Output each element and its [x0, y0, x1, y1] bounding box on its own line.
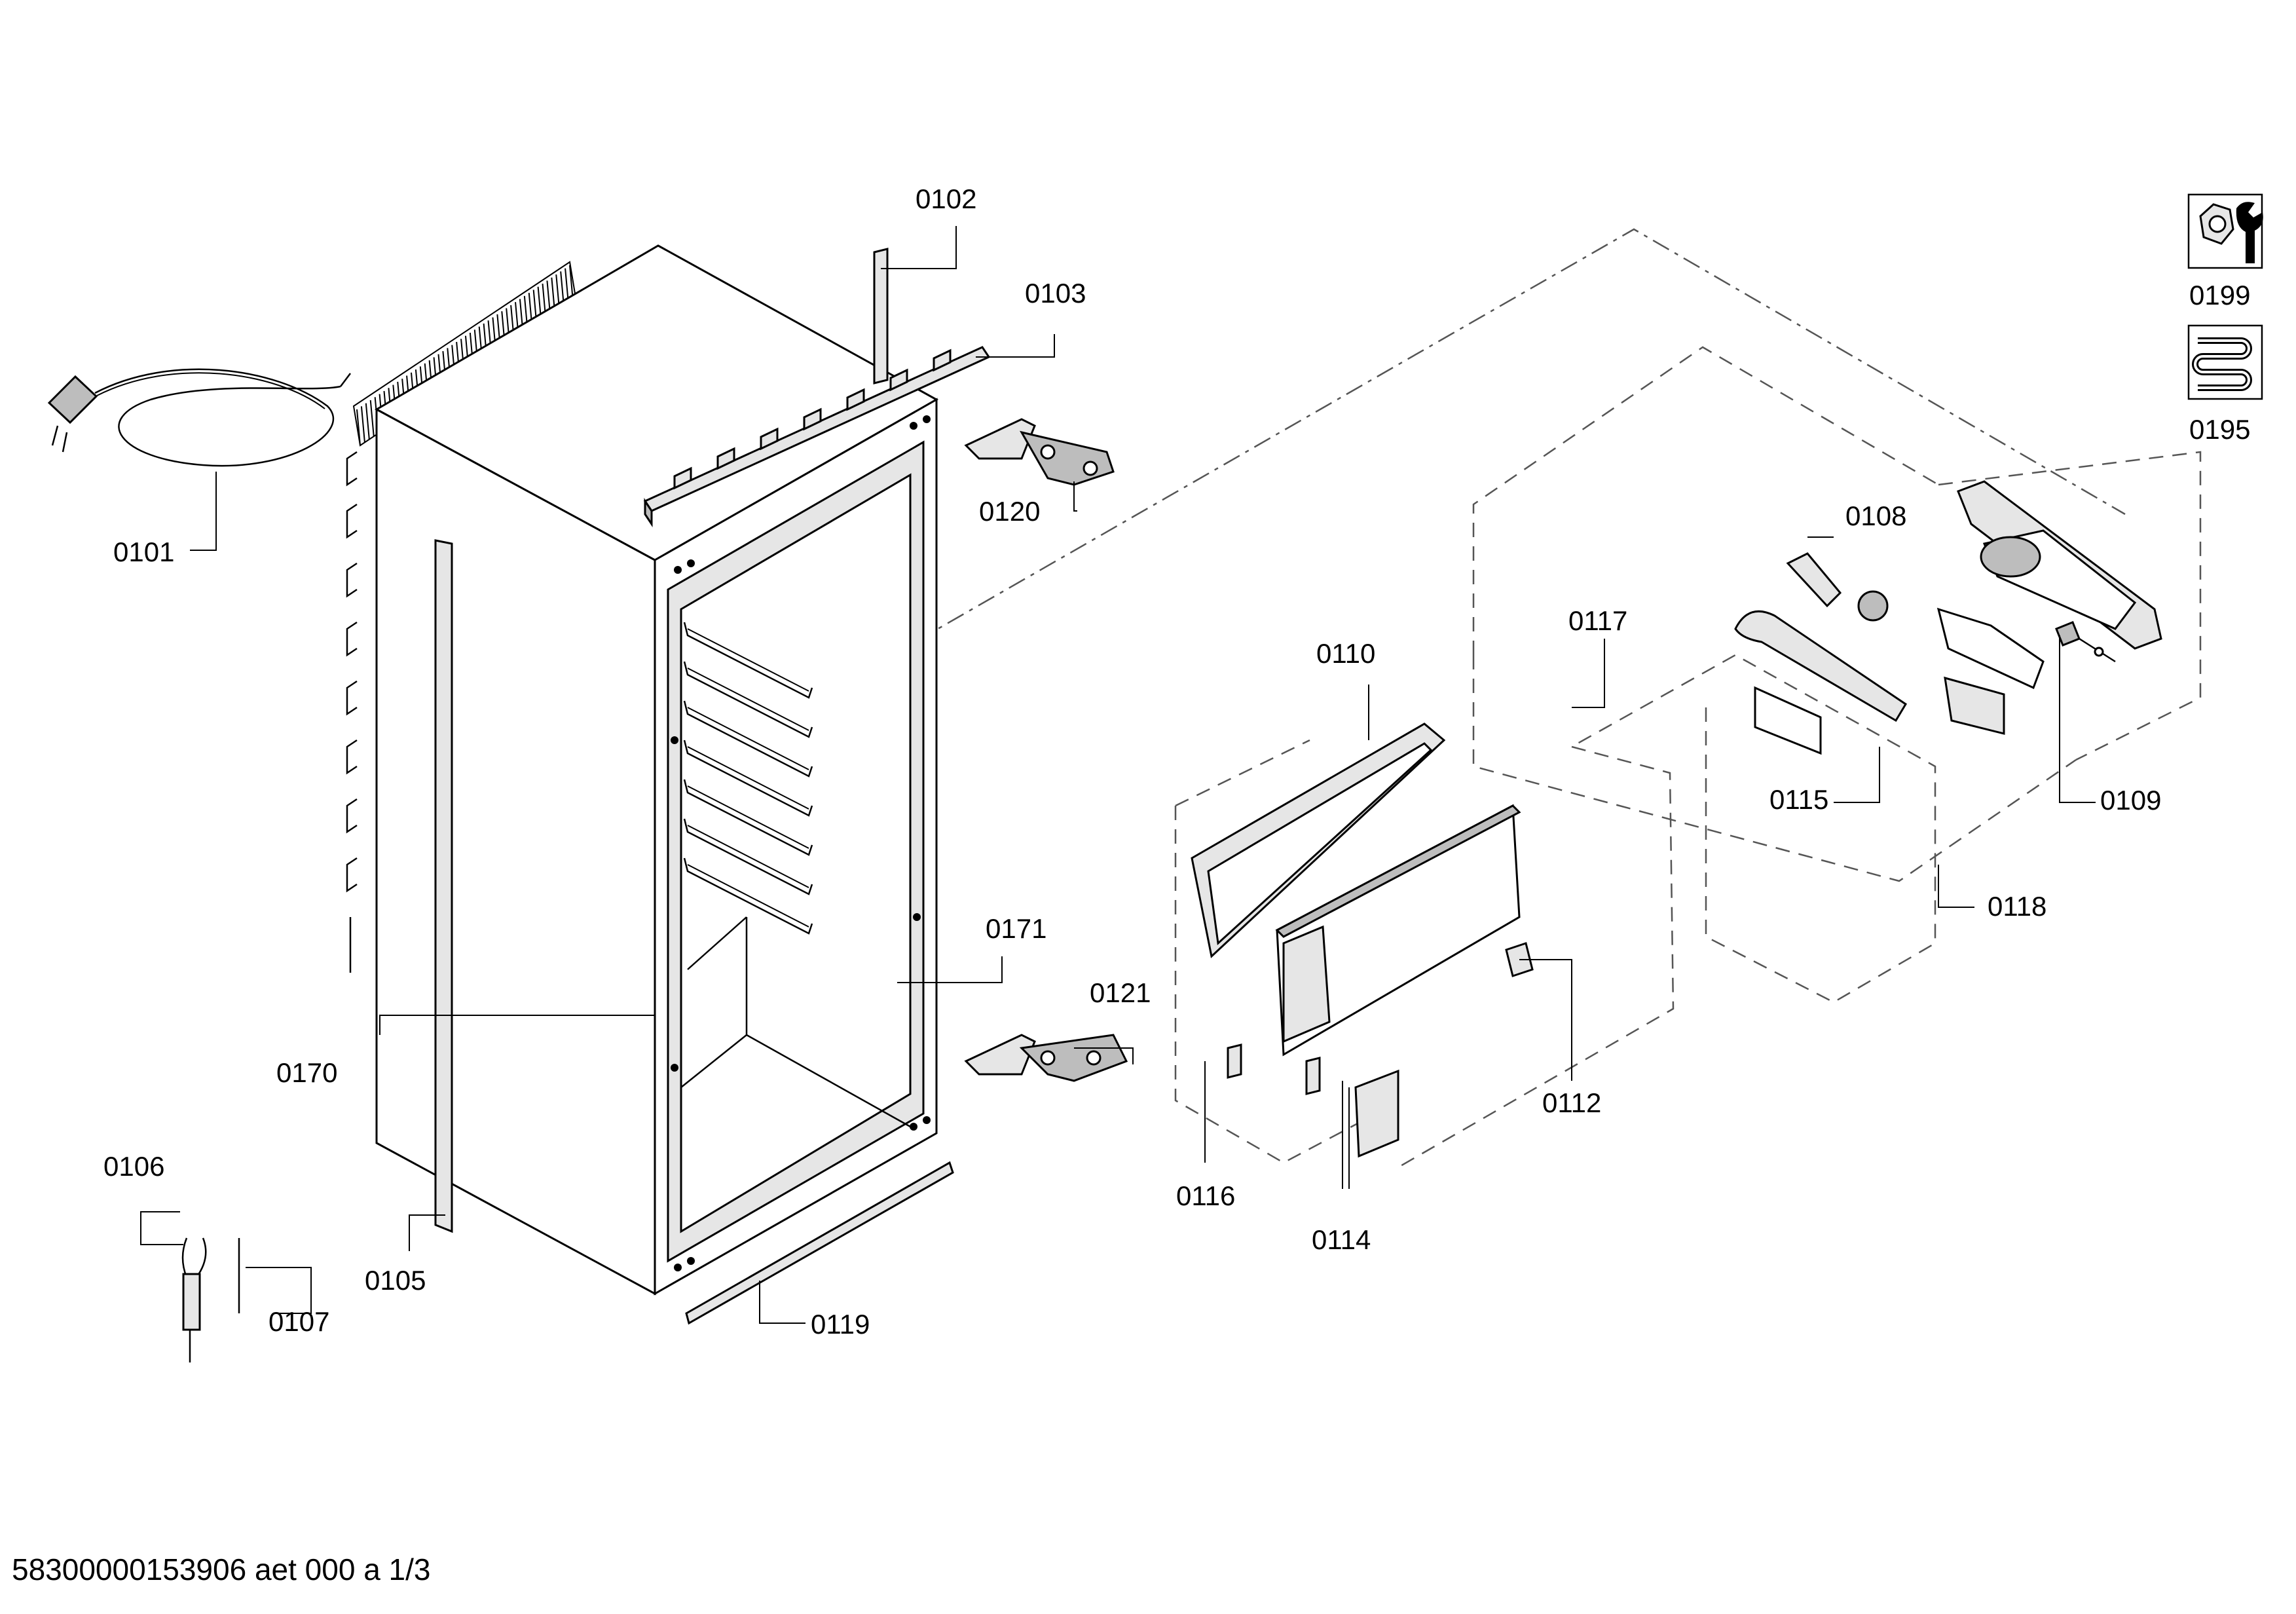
callout-0101: 0101 — [113, 536, 174, 567]
callout-0170: 0170 — [276, 1057, 337, 1088]
upper-hinge-part — [964, 418, 1115, 486]
callout-0109: 0109 — [2100, 785, 2161, 816]
callout-0121: 0121 — [1090, 977, 1151, 1008]
freezer-door-part — [1275, 804, 1521, 1057]
callout-0103: 0103 — [1025, 278, 1086, 309]
light-cover-part — [1734, 610, 1908, 755]
callout-0119: 0119 — [811, 1309, 870, 1340]
side-trim-strip — [434, 539, 453, 1233]
callout-0118: 0118 — [1988, 891, 2046, 922]
callout-0116: 0116 — [1176, 1180, 1235, 1211]
callout-0171: 0171 — [986, 913, 1046, 944]
lower-hinge-part — [964, 1034, 1128, 1082]
callout-0108: 0108 — [1845, 500, 1906, 531]
thermostat-housing-part — [1957, 480, 2162, 650]
nut-and-wrench-icon — [2187, 193, 2263, 269]
bottom-strip-part — [685, 1161, 954, 1325]
callout-0115: 0115 — [1769, 784, 1828, 815]
callout-0117: 0117 — [1568, 605, 1627, 636]
switch-part — [1944, 621, 2116, 735]
door-gasket-part — [1191, 723, 1446, 958]
callout-0110: 0110 — [1316, 638, 1375, 669]
control-pcb-part — [1936, 607, 2045, 690]
callout-0105: 0105 — [365, 1265, 426, 1296]
document-code: 58300000153906 aet 000 a 1/3 — [12, 1552, 431, 1586]
callout-0112: 0112 — [1542, 1087, 1601, 1118]
callout-0114: 0114 — [1312, 1224, 1371, 1255]
small-latch-part — [1227, 1043, 1242, 1079]
heating-coil-icon — [2187, 324, 2263, 400]
callout-0102: 0102 — [916, 183, 976, 214]
door-hinge-pin-part — [1305, 1057, 1321, 1095]
vertical-strip-part — [873, 248, 889, 385]
callout-0195: 0195 — [2189, 414, 2250, 445]
power-cord-part — [47, 368, 351, 467]
callout-0120: 0120 — [979, 496, 1040, 527]
callout-0107: 0107 — [268, 1306, 329, 1337]
thermostat-sensor-part — [181, 1237, 240, 1362]
leader-lines — [140, 226, 2096, 1324]
callout-0106: 0106 — [103, 1151, 164, 1182]
lamp-socket-part — [1786, 552, 1889, 622]
callout-0199: 0199 — [2189, 280, 2250, 310]
door-handle-part — [1354, 1069, 1399, 1158]
